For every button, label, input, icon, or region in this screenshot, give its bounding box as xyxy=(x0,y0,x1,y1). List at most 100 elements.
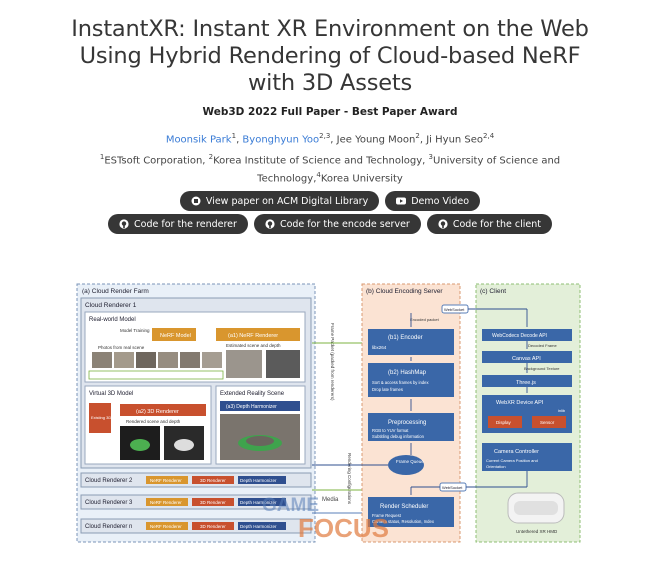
author-list: Moonsik Park1, Byonghyun Yoo2,3, Jee You… xyxy=(0,132,660,145)
existing-model-box xyxy=(89,403,111,433)
pre-sub2: Subtitling debug information xyxy=(372,434,425,439)
canvas-box xyxy=(482,351,572,363)
real-world-label: Real-world Model xyxy=(89,317,136,323)
github-icon xyxy=(119,219,129,229)
renderer3d-box xyxy=(120,404,206,416)
camera-box xyxy=(482,443,572,471)
rn-3d: 3D Renderer xyxy=(200,524,226,529)
watermark-media: Media xyxy=(322,497,339,503)
sched-sub2: Camera status, Resolution, Index xyxy=(372,519,435,524)
threejs-box xyxy=(482,375,572,387)
webcodecs-label: WebCodecs Decode API xyxy=(492,333,547,339)
renderer2-label: Cloud Renderer 2 xyxy=(85,478,133,484)
nerf-model-box xyxy=(152,328,196,341)
youtube-icon xyxy=(396,197,407,205)
link-row-1: View paper on ACM Digital Library Demo V… xyxy=(0,191,660,211)
renderer3d-label: (a2) 3D Renderer xyxy=(136,409,179,415)
estimated-label: Estimated scene and depth xyxy=(226,343,281,348)
inlib-label: inlib xyxy=(558,408,566,413)
renderer-rows: Cloud Renderer 2 Cloud Renderer 3 Cloud … xyxy=(80,472,312,534)
author-name: Jee Young Moon xyxy=(336,134,416,146)
affiliation-mark: 3 xyxy=(428,153,433,161)
affiliation-name: ESTsoft Corporation, xyxy=(104,155,209,167)
sched-sub1: Frame Request xyxy=(372,513,402,518)
author-name: Ji Hyun Seo xyxy=(426,134,484,146)
nerf-renderer-box xyxy=(216,328,300,341)
demo-video-button[interactable]: Demo Video xyxy=(385,191,481,211)
nerf-model-label: NeRF Model xyxy=(160,333,191,339)
frame-queue-label: Frame Queue xyxy=(396,459,424,464)
code-encode-server-button[interactable]: Code for the encode server xyxy=(253,214,421,234)
affiliation-mark: 1 xyxy=(99,153,105,161)
encoder-box xyxy=(368,329,454,355)
xr-scene-label: Extended Reality Scene xyxy=(220,391,285,397)
photos-label: Photos from real scene xyxy=(98,345,145,350)
author-separator: , xyxy=(330,134,337,146)
author-name[interactable]: Byonghyun Yoo xyxy=(242,134,320,146)
websocket-client-label: WebSocket xyxy=(442,485,463,490)
encoder-sub: libx264 xyxy=(372,345,387,350)
websocket-server-label: WebSocket xyxy=(444,307,465,312)
affiliation-name: Korea Institute of Science and Technolog… xyxy=(213,155,429,167)
hashmap-sub2: Drop late frames xyxy=(372,387,403,392)
scheduler-label: Render Scheduler xyxy=(380,504,428,510)
acm-paper-button[interactable]: View paper on ACM Digital Library xyxy=(179,191,380,211)
code-client-button-label: Code for the client xyxy=(452,218,541,230)
watermark-game: GAME xyxy=(262,495,319,516)
encoder-label: (b1) Encoder xyxy=(388,335,423,341)
r2-nerf: NeRF Renderer xyxy=(150,478,182,483)
nerf-renderer-label: (a1) NeRF Renderer xyxy=(228,333,278,339)
code-encode-server-button-label: Code for the encode server xyxy=(279,218,410,230)
depth-harmonizer-label: (a3) Depth Harmonizer xyxy=(226,404,277,410)
r2-depth: Depth Harmonizer xyxy=(240,478,277,483)
page-title: InstantXR: Instant XR Environment on the… xyxy=(71,16,589,96)
renderer1-label: Cloud Renderer 1 xyxy=(85,302,137,309)
watermark-focus: FOCUS xyxy=(298,513,389,543)
webxr-label: WebXR Device API xyxy=(496,400,544,406)
github-icon xyxy=(438,219,448,229)
render-config-label: Rendering Configurations xyxy=(347,453,352,505)
author-affiliation-mark: 2,4 xyxy=(483,132,495,140)
code-renderer-button[interactable]: Code for the renderer xyxy=(108,214,248,234)
hashmap-label: (b2) HashMap xyxy=(388,370,427,376)
link-row-2: Code for the renderer Code for the encod… xyxy=(0,214,660,234)
scheduler-box xyxy=(368,497,454,527)
bg-texture-label: Background Texture xyxy=(524,366,560,371)
author-name[interactable]: Moonsik Park xyxy=(165,134,232,146)
award-line: Web3D 2022 Full Paper - Best Paper Award xyxy=(202,106,458,118)
github-icon xyxy=(265,219,275,229)
farm-label: (a) Cloud Render Farm xyxy=(82,288,149,295)
author-affiliation-mark: 2 xyxy=(415,132,420,140)
virtual-model-label: Virtual 3D Model xyxy=(89,391,133,397)
renderern-label: Cloud Renderer n xyxy=(85,524,132,530)
system-architecture-figure: (a) Cloud Render Farm Cloud Renderer 1 R… xyxy=(76,283,581,543)
affiliation-list: 1ESTsoft Corporation, 2Korea Institute o… xyxy=(80,150,580,187)
canvas-label: Canvas API xyxy=(512,356,541,362)
acm-paper-button-label: View paper on ACM Digital Library xyxy=(205,195,369,207)
depth-harmonizer-box xyxy=(220,401,300,411)
author-affiliation-mark: 2,3 xyxy=(319,132,331,140)
affiliation-mark: 2 xyxy=(208,153,214,161)
encoded-label: Encoded packet xyxy=(410,317,440,322)
code-client-button[interactable]: Code for the client xyxy=(426,214,552,234)
affiliation-name: University of Science and Technology, xyxy=(257,155,561,185)
webcodecs-box xyxy=(482,329,572,341)
r3-3d: 3D Renderer xyxy=(200,500,226,505)
hmd-label: Untethered XR HMD xyxy=(516,529,558,534)
pre-sub1: RGB to YUV format xyxy=(372,428,409,433)
hashmap-box xyxy=(368,363,454,397)
photo-thumbnails xyxy=(92,350,300,378)
preprocess-box xyxy=(368,413,454,441)
author-separator: , xyxy=(236,134,243,146)
client-label: (c) Client xyxy=(480,288,506,295)
affiliation-name: Korea University xyxy=(320,173,403,185)
cam-sub1: Current Camera Position and xyxy=(486,458,538,463)
existing-model-label: Existing 3D Model xyxy=(91,415,123,420)
cam-sub2: Orientation xyxy=(486,464,506,469)
sensor-label: Sensor xyxy=(540,420,555,425)
r3-nerf: NeRF Renderer xyxy=(150,500,182,505)
camera-label: Camera Controller xyxy=(494,449,539,455)
frame-packet-label: Frame Packet (packed from renderers) xyxy=(330,323,335,401)
affiliation-mark: 4 xyxy=(316,171,321,180)
